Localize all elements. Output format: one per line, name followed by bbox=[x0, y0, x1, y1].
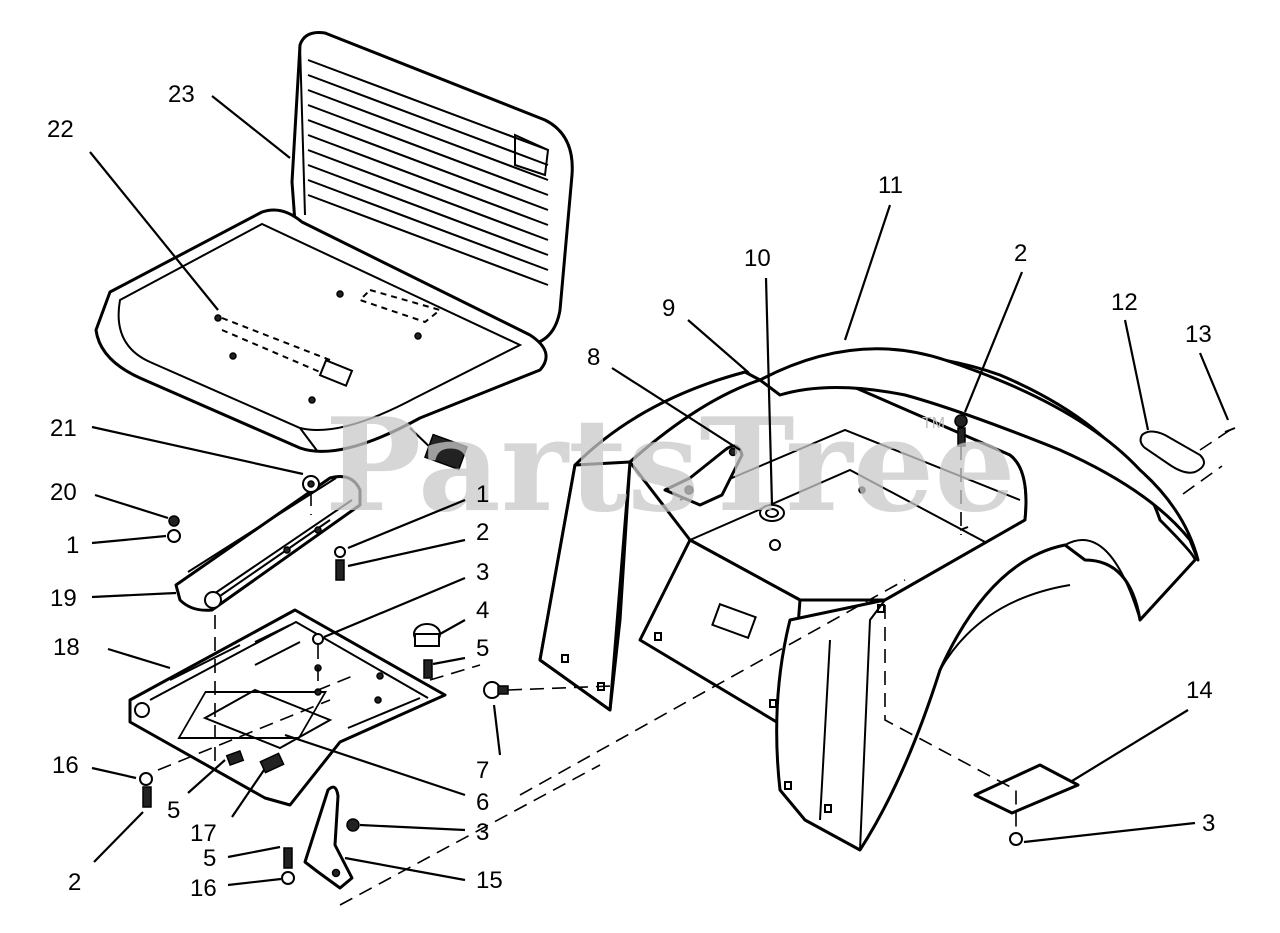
grommet[interactable] bbox=[759, 504, 785, 522]
callout-2-upper: 2 bbox=[476, 519, 489, 546]
pivot-bracket[interactable] bbox=[303, 785, 354, 890]
callout-1-right: 1 bbox=[476, 481, 489, 508]
callout-8: 8 bbox=[587, 344, 600, 371]
leader-lines bbox=[89, 95, 1230, 887]
watermark-text: PartsTree bbox=[325, 391, 1016, 541]
callout-18: 18 bbox=[53, 634, 80, 661]
callout-15: 15 bbox=[476, 867, 503, 894]
callout-21: 21 bbox=[50, 415, 77, 442]
callout-6: 6 bbox=[476, 789, 489, 816]
cover-plate[interactable] bbox=[973, 763, 1080, 815]
callout-5-right: 5 bbox=[476, 635, 489, 662]
callout-9: 9 bbox=[662, 295, 675, 322]
callout-3-lower: 3 bbox=[476, 819, 489, 846]
callout-20: 20 bbox=[50, 479, 77, 506]
callout-23: 23 bbox=[168, 81, 195, 108]
callout-13: 13 bbox=[1185, 321, 1212, 348]
callout-4: 4 bbox=[476, 597, 489, 624]
callout-2-right: 2 bbox=[1014, 240, 1027, 267]
backrest-ribs bbox=[307, 59, 550, 286]
callout-2-lower-left: 2 bbox=[68, 869, 81, 896]
assembly-lines bbox=[157, 429, 1231, 906]
callout-5-lower: 5 bbox=[203, 845, 216, 872]
callout-7: 7 bbox=[476, 757, 489, 784]
callout-10: 10 bbox=[744, 245, 771, 272]
callout-1-left: 1 bbox=[66, 532, 79, 559]
callout-12: 12 bbox=[1111, 289, 1138, 316]
watermark: PartsTree TM bbox=[325, 391, 1016, 541]
callout-14: 14 bbox=[1186, 677, 1213, 704]
reflector[interactable] bbox=[1139, 430, 1205, 474]
callout-16-lower: 16 bbox=[190, 875, 217, 902]
callout-11: 11 bbox=[878, 172, 903, 199]
seat[interactable] bbox=[94, 31, 574, 471]
rear-fender[interactable] bbox=[538, 347, 1200, 852]
callout-22: 22 bbox=[47, 116, 74, 143]
callout-17: 17 bbox=[190, 820, 217, 847]
callout-3-upper: 3 bbox=[476, 559, 489, 586]
watermark-trademark: TM bbox=[922, 415, 945, 432]
seat-plate[interactable] bbox=[128, 608, 447, 807]
callout-labels: 23 22 21 20 1 19 18 1 2 3 4 5 7 6 3 15 1… bbox=[47, 81, 1215, 902]
seat-switch-wire bbox=[214, 288, 468, 471]
callout-16-left: 16 bbox=[52, 752, 79, 779]
callout-5-mid: 5 bbox=[167, 797, 180, 824]
callout-19: 19 bbox=[50, 585, 77, 612]
callout-3-right: 3 bbox=[1202, 810, 1215, 837]
